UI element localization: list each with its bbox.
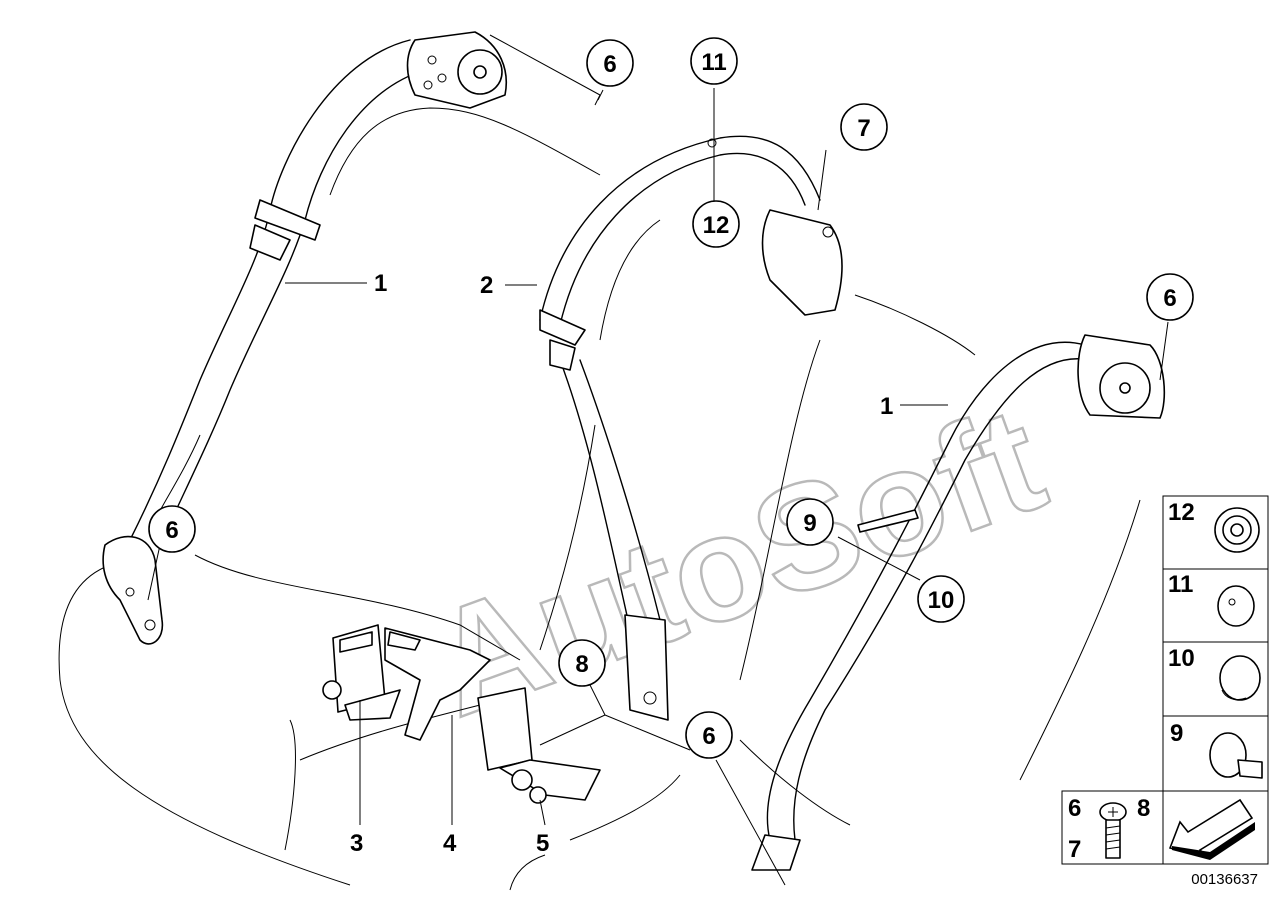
callout-11: 11 (690, 37, 738, 85)
svg-text:8: 8 (575, 651, 588, 678)
callout-10: 10 (917, 575, 965, 623)
svg-text:11: 11 (701, 49, 726, 76)
callout-7: 7 (840, 103, 888, 151)
svg-text:7: 7 (1068, 836, 1081, 863)
legend-tile-11: 11 (1168, 571, 1255, 627)
callout-12: 12 (692, 200, 740, 248)
legend-tile-10: 10 (1168, 645, 1261, 701)
svg-text:6: 6 (603, 51, 616, 78)
belt-right (751, 334, 1166, 871)
label-3: 3 (350, 830, 363, 857)
label-5: 5 (536, 830, 549, 857)
label-2: 2 (480, 272, 493, 299)
callout-6-left: 6 (148, 505, 196, 553)
belt-left (102, 31, 507, 645)
leader-lines (147, 88, 1169, 886)
callout-6-right: 6 (1146, 273, 1194, 321)
svg-text:6: 6 (702, 723, 715, 750)
buckle-assembly-right (477, 687, 601, 804)
legend-tile-9: 9 (1170, 720, 1263, 779)
label-4: 4 (443, 830, 457, 857)
callout-8: 8 (558, 639, 606, 687)
svg-text:10: 10 (928, 587, 955, 614)
callout-6-top: 6 (586, 39, 634, 87)
callout-9: 9 (786, 498, 834, 546)
legend-panel: 12 11 10 9 6 8 7 (1061, 495, 1269, 865)
svg-text:6: 6 (165, 517, 178, 544)
belt-middle (539, 135, 843, 721)
svg-text:10: 10 (1168, 645, 1195, 672)
svg-text:6: 6 (1163, 285, 1176, 312)
direction-arrow-icon (1168, 798, 1255, 860)
svg-text:12: 12 (703, 212, 730, 239)
svg-text:8: 8 (1137, 795, 1150, 822)
callout-6-bottom: 6 (685, 711, 733, 759)
svg-text:7: 7 (857, 115, 870, 142)
svg-text:11: 11 (1168, 571, 1193, 598)
buckle-assembly-left (322, 624, 491, 741)
svg-text:9: 9 (803, 510, 816, 537)
reference-number: 00136637 (1191, 871, 1258, 888)
svg-text:12: 12 (1168, 499, 1195, 526)
legend-tile-12: 12 (1168, 499, 1260, 553)
svg-text:9: 9 (1170, 720, 1183, 747)
svg-text:6: 6 (1068, 795, 1081, 822)
label-1-right: 1 (880, 393, 893, 420)
label-1-left: 1 (374, 270, 387, 297)
seat-outline (58, 34, 1141, 891)
legend-screw-tile: 6 8 7 (1068, 795, 1150, 863)
